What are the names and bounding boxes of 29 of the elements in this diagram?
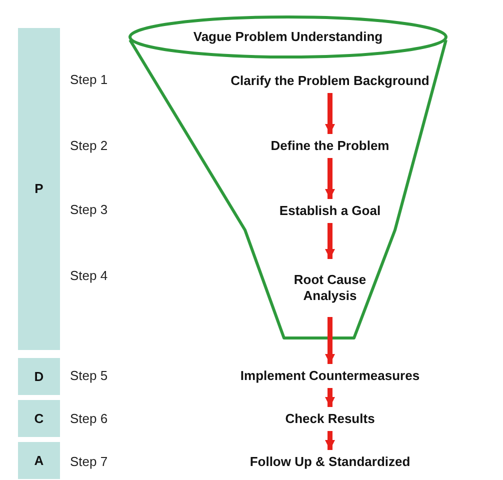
phase-band <box>18 358 60 395</box>
step-text: Root Cause Analysis <box>285 262 375 314</box>
arrow <box>325 158 335 199</box>
step-text: Clarify the Problem Background <box>205 72 455 90</box>
phase-letter: C <box>34 410 44 426</box>
arrow <box>325 388 335 407</box>
phase-letter: P <box>34 181 44 197</box>
step-label: Step 6 <box>70 411 108 427</box>
node-text: Vague Problem Understanding <box>193 29 383 45</box>
arrow <box>325 431 335 450</box>
step-label: Step 1 <box>70 72 108 88</box>
step-label: Step 3 <box>70 202 108 218</box>
arrow <box>325 93 335 134</box>
step-text: Implement Countermeasures <box>205 367 455 385</box>
phase-letter: A <box>34 452 44 468</box>
step-label: Step 7 <box>70 454 108 470</box>
arrow <box>325 317 335 364</box>
step-label: Step 5 <box>70 368 108 384</box>
step-text: Establish a Goal <box>255 202 405 220</box>
step-text: Check Results <box>255 410 405 428</box>
phase-band <box>18 442 60 479</box>
arrow <box>325 223 335 259</box>
step-label: Step 2 <box>70 138 108 154</box>
phase-band <box>18 28 60 350</box>
step-label: Step 4 <box>70 268 108 284</box>
phase-letter: D <box>34 368 44 384</box>
step-text: Define the Problem <box>255 137 405 155</box>
step-text: Follow Up & Standardized <box>205 453 455 471</box>
phase-band <box>18 400 60 437</box>
